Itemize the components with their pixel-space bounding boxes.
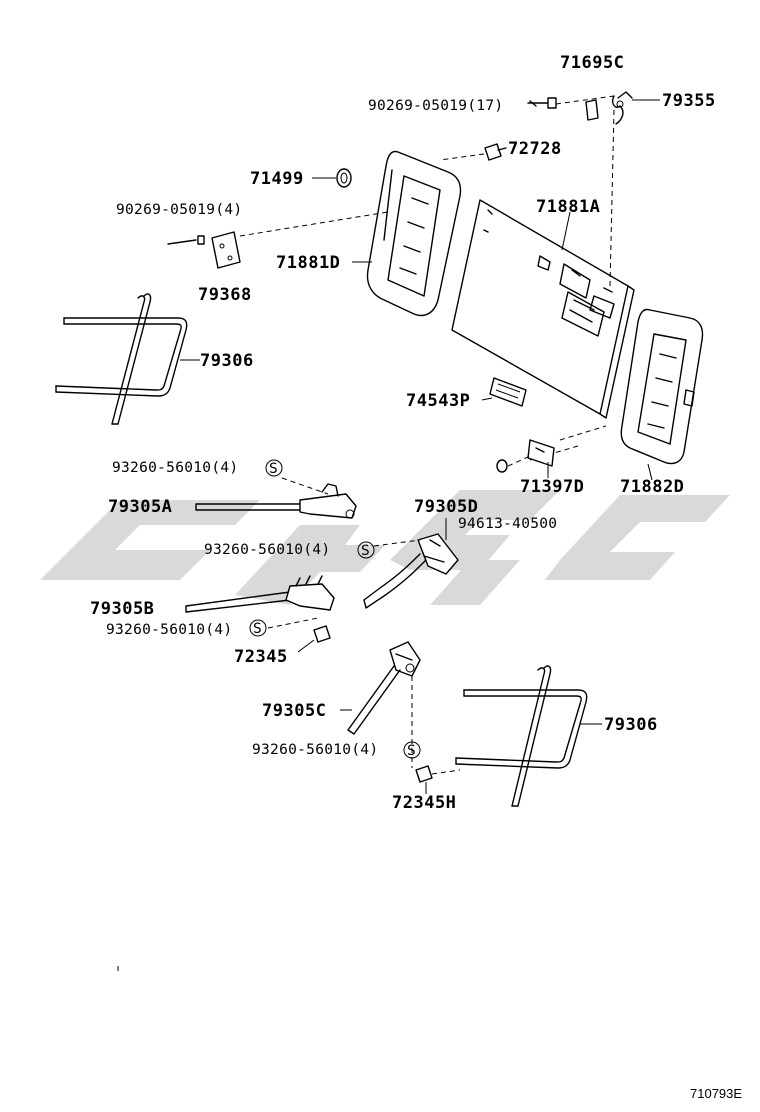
s-symbol-d-text: S — [407, 743, 416, 759]
s-symbol-c — [249, 619, 267, 637]
label-90269-17: 90269-05019(17) — [368, 98, 503, 114]
label-79306-bottom: 79306 — [604, 715, 658, 735]
label-79306-top: 79306 — [200, 351, 254, 371]
bolt-90269-left — [167, 235, 205, 245]
figure-code: 710793E — [690, 1086, 742, 1101]
screw-72728 — [484, 143, 507, 161]
label-79355: 79355 — [662, 91, 716, 111]
seatback-cover-71882D — [620, 308, 704, 465]
bracket-79368 — [211, 231, 241, 269]
label-72728: 72728 — [508, 139, 562, 159]
bushing-72345 — [313, 625, 331, 643]
label-71881D: 71881D — [276, 253, 340, 273]
pad-71695C — [585, 99, 599, 121]
label-plate-74543P — [489, 377, 527, 407]
seatback-cover-71881D — [366, 150, 462, 317]
hinge-79305A — [195, 483, 357, 519]
hook-79355 — [611, 91, 633, 125]
bolt-90269-top — [527, 97, 557, 109]
label-79368: 79368 — [198, 285, 252, 305]
s-symbol-d — [403, 741, 421, 759]
label-71881A: 71881A — [536, 197, 600, 217]
s-symbol-b-text: S — [361, 543, 370, 559]
label-71499: 71499 — [250, 169, 304, 189]
grommet-71499 — [336, 168, 352, 188]
frame-79306-bottom — [455, 665, 588, 807]
seatback-board-71881A — [451, 199, 635, 419]
s-symbol-c-text: S — [253, 621, 262, 637]
label-93260-c: 93260-56010(4) — [106, 622, 232, 638]
label-79305A: 79305A — [108, 497, 172, 517]
washer-94613 — [496, 459, 508, 473]
label-93260-a: 93260-56010(4) — [112, 460, 238, 476]
label-72345H: 72345H — [392, 793, 456, 813]
label-93260-d: 93260-56010(4) — [252, 742, 378, 758]
label-72345: 72345 — [234, 647, 288, 667]
frame-79306-top — [55, 293, 188, 425]
s-symbol-b — [357, 541, 375, 559]
label-79305B: 79305B — [90, 599, 154, 619]
label-71695C: 71695C — [560, 53, 624, 73]
hinge-79305B — [185, 575, 335, 613]
hinge-79305D — [363, 533, 459, 609]
label-94613: 94613-40500 — [458, 516, 557, 532]
hinge-79305C — [347, 641, 421, 735]
label-74543P: 74543P — [406, 391, 470, 411]
s-symbol-a — [265, 459, 283, 477]
bushing-72345H — [415, 765, 433, 783]
label-90269-4: 90269-05019(4) — [116, 202, 242, 218]
s-symbol-a-text: S — [269, 461, 278, 477]
bracket-71397D — [527, 439, 555, 467]
label-79305D: 79305D — [414, 497, 478, 517]
label-93260-b: 93260-56010(4) — [204, 542, 330, 558]
label-71397D: 71397D — [520, 477, 584, 497]
label-79305C: 79305C — [262, 701, 326, 721]
label-71882D: 71882D — [620, 477, 684, 497]
